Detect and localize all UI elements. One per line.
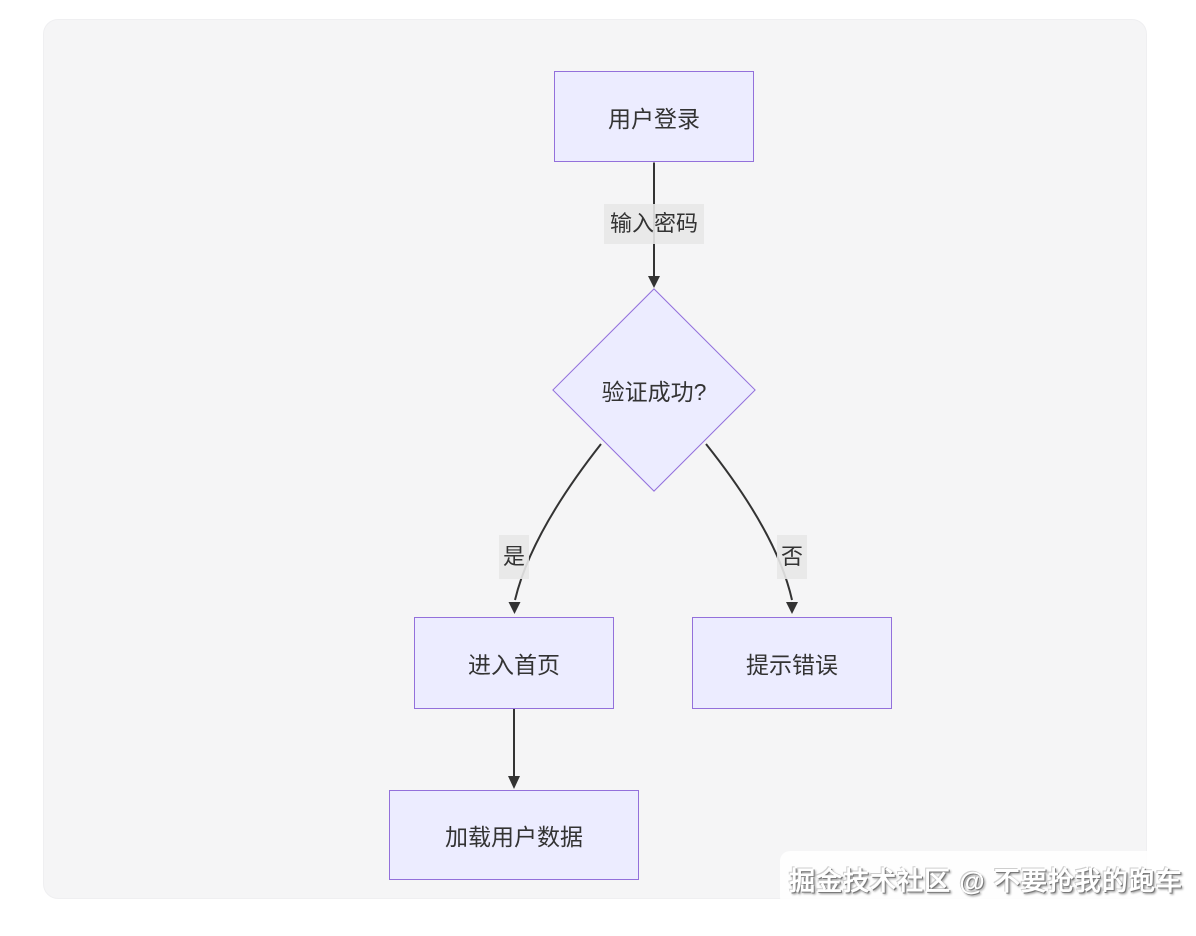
node-login-label: 用户登录 bbox=[608, 105, 700, 132]
edge-label-password: 输入密码 bbox=[603, 204, 705, 244]
diagram-canvas: 用户登录 验证成功? 进入首页 提示错误 加载用户数据 输入密码 是 否 bbox=[44, 20, 1146, 898]
edge-label-no: 否 bbox=[776, 535, 808, 579]
node-load: 加载用户数据 bbox=[389, 790, 639, 880]
node-error-label: 提示错误 bbox=[746, 652, 838, 678]
arrowhead-icon bbox=[508, 602, 521, 614]
edge-label-yes: 是 bbox=[498, 535, 530, 579]
node-verify-label: 验证成功? bbox=[601, 379, 707, 405]
node-home: 进入首页 bbox=[414, 617, 614, 709]
node-load-label: 加载用户数据 bbox=[445, 824, 583, 850]
node-error: 提示错误 bbox=[692, 617, 892, 709]
watermark: 掘金技术社区 @ 不要抢我的跑车 bbox=[780, 851, 1192, 907]
arrowhead-icon bbox=[508, 776, 520, 789]
arrowhead-icon bbox=[786, 602, 798, 614]
arrowhead-icon bbox=[648, 276, 660, 288]
watermark-text: 掘金技术社区 @ 不要抢我的跑车 bbox=[789, 865, 1183, 896]
node-login: 用户登录 bbox=[554, 71, 754, 162]
node-home-label: 进入首页 bbox=[468, 652, 560, 678]
